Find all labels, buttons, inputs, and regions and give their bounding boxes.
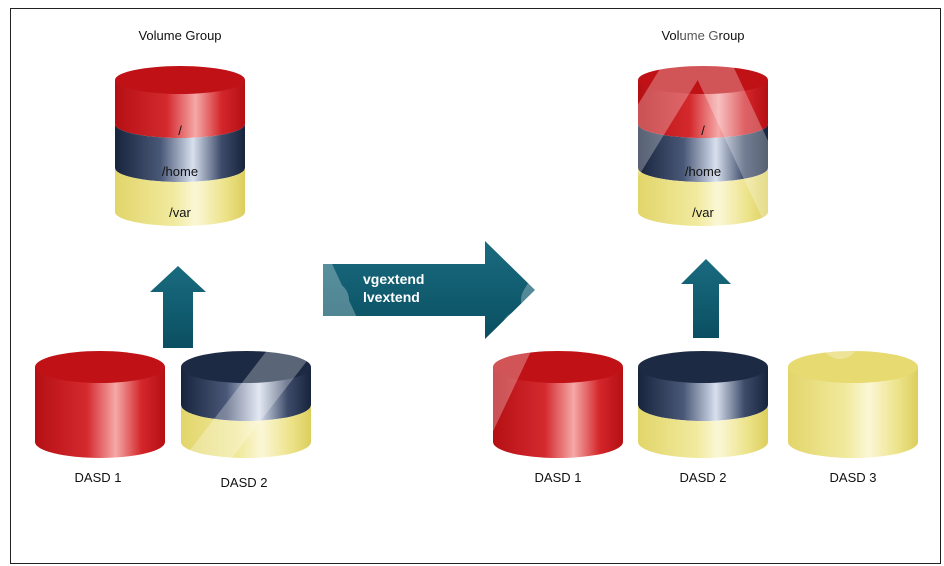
left-segment-root: / [178, 123, 182, 138]
diagram-frame [10, 8, 941, 564]
command-lvextend: lvextend [363, 289, 420, 305]
left-dasd2-label: DASD 2 [221, 475, 268, 490]
extend-arrow [323, 241, 535, 339]
left-up-arrow [150, 266, 206, 348]
right-dasd3-cylinder [788, 351, 918, 458]
watermark [141, 21, 859, 539]
left-segment-var: /var [169, 205, 191, 220]
left-dasd1-cylinder [35, 351, 165, 458]
right-vg-title: Volume Group [661, 28, 744, 43]
right-segment-var: /var [692, 205, 714, 220]
right-segment-home: /home [685, 164, 721, 179]
right-dasd3-label: DASD 3 [830, 470, 877, 485]
left-segment-home: /home [162, 164, 198, 179]
right-up-arrow [681, 259, 731, 338]
command-vgextend: vgextend [363, 271, 424, 287]
right-volume-group-cylinder [638, 66, 768, 226]
right-dasd2-label: DASD 2 [680, 470, 727, 485]
left-volume-group-cylinder [115, 66, 245, 226]
right-dasd1-label: DASD 1 [535, 470, 582, 485]
left-vg-title: Volume Group [138, 28, 221, 43]
left-dasd2-cylinder [181, 351, 311, 458]
left-dasd1-label: DASD 1 [75, 470, 122, 485]
right-segment-root: / [701, 123, 705, 138]
right-dasd1-cylinder [493, 351, 623, 458]
right-dasd2-cylinder [638, 351, 768, 458]
